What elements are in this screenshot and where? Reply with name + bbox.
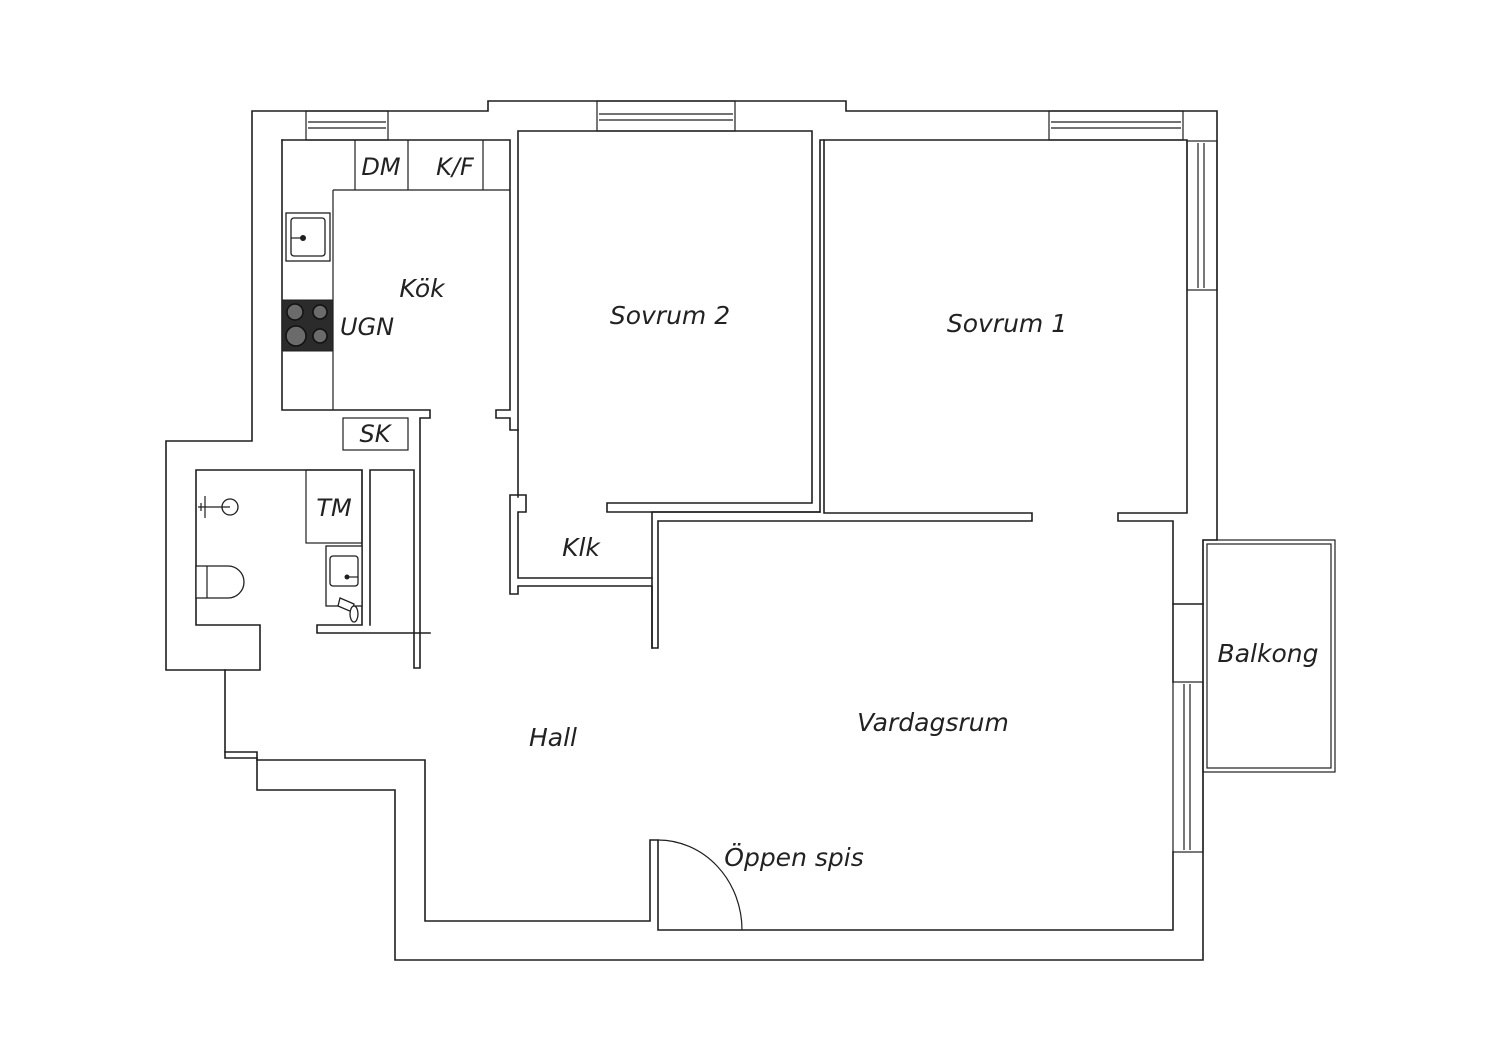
window-bedroom-2 xyxy=(596,100,736,132)
stove-icon xyxy=(281,299,334,352)
outer-wall xyxy=(165,100,1218,961)
window-bedroom-1-top xyxy=(1048,110,1184,141)
washbasin-icon xyxy=(325,545,363,623)
window-living-room xyxy=(1172,681,1204,853)
label-kitchen: Kök xyxy=(399,274,446,303)
label-bedroom-1: Sovrum 1 xyxy=(947,309,1067,338)
label-closet: Klk xyxy=(562,533,601,562)
bedroom-1-wall xyxy=(651,139,1033,649)
fireplace-arc xyxy=(657,839,743,931)
kitchen-partition xyxy=(281,130,1204,605)
washing-machine-box xyxy=(305,469,363,544)
window-kitchen xyxy=(305,110,389,141)
label-dishwasher: DM xyxy=(361,153,400,181)
labels: DM K/F Kök UGN SK TM Sovrum 2 Sovrum 1 K… xyxy=(316,153,1318,872)
inner-wall-outline xyxy=(281,139,431,669)
label-fireplace: Öppen spis xyxy=(724,843,863,872)
kitchen-sink-icon xyxy=(285,212,331,262)
label-hall: Hall xyxy=(529,723,577,752)
closet-wall xyxy=(509,429,653,649)
label-washing-machine: TM xyxy=(316,494,352,522)
windows xyxy=(305,100,1218,853)
shower-icon xyxy=(198,496,239,518)
living-room-wall xyxy=(224,603,1174,931)
label-balcony: Balkong xyxy=(1218,639,1319,668)
label-oven: UGN xyxy=(340,313,394,341)
toilet-icon xyxy=(195,565,245,599)
window-bedroom-1-side xyxy=(1186,140,1218,291)
balcony xyxy=(1202,539,1336,773)
label-living-room: Vardagsrum xyxy=(857,708,1009,737)
label-fridge-freezer: K/F xyxy=(436,153,475,181)
label-cabinet: SK xyxy=(360,420,393,448)
cabinet-box xyxy=(342,417,409,451)
label-bedroom-2: Sovrum 2 xyxy=(610,301,730,330)
